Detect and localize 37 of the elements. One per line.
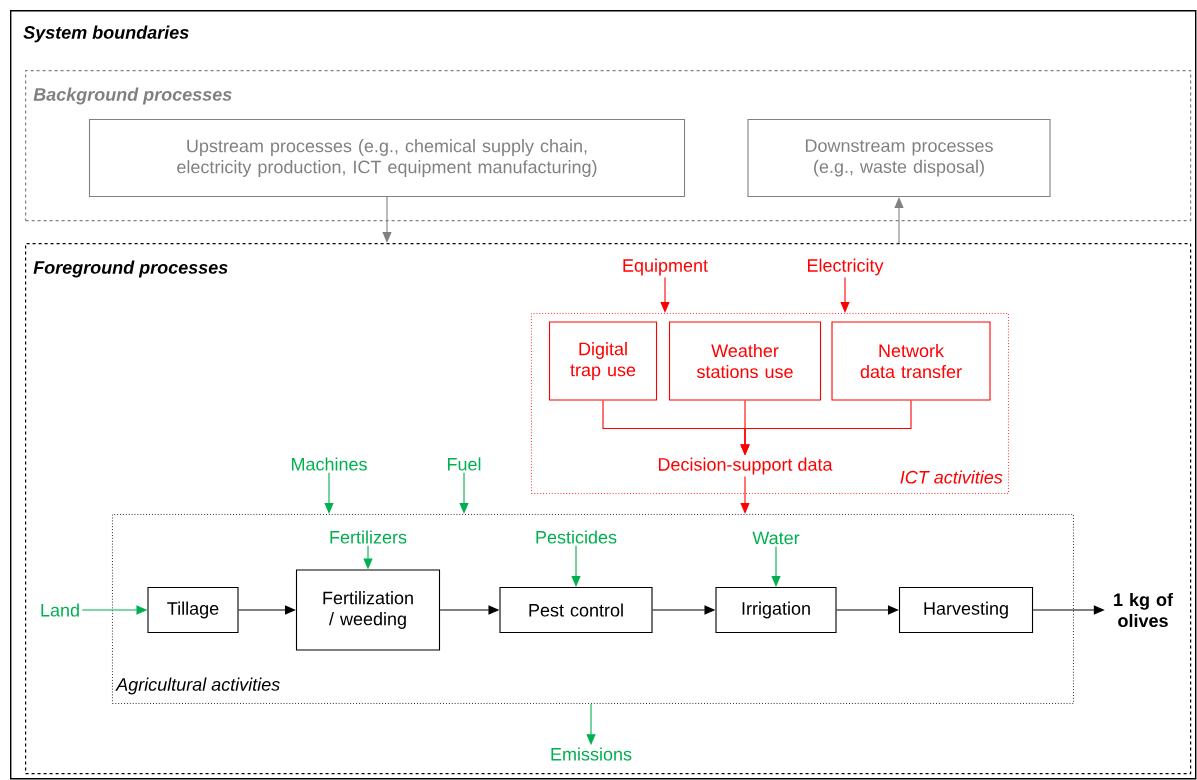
process-box: Network data transfer bbox=[831, 321, 991, 401]
input-label: Water bbox=[752, 531, 800, 545]
output-label: Decision-support data bbox=[658, 457, 833, 475]
process-box: Tillage bbox=[147, 586, 239, 634]
arrow bbox=[571, 545, 581, 587]
product-label: 1 kg of olives bbox=[1114, 592, 1174, 628]
process-box: Digital trap use bbox=[548, 321, 658, 401]
arrow bbox=[840, 277, 850, 313]
process-box: Weather stations use bbox=[668, 321, 822, 401]
output-label: Emissions bbox=[551, 747, 632, 761]
input-label: Equipment bbox=[623, 258, 708, 276]
arrow bbox=[238, 605, 296, 615]
box-title: ICT activities bbox=[900, 470, 1003, 484]
process-box: Pest control bbox=[499, 586, 653, 634]
process-box: Irrigation bbox=[715, 586, 837, 634]
input-label: Land bbox=[41, 603, 79, 617]
input-label: Electricity bbox=[808, 258, 884, 276]
box-title: Foreground processes bbox=[33, 260, 228, 278]
arrow bbox=[324, 472, 334, 514]
input-label: Fertilizers bbox=[330, 530, 407, 544]
process-box: Downstream processes (e.g., waste disposal) bbox=[747, 118, 1051, 198]
input-label: Machines bbox=[291, 457, 367, 471]
arrow bbox=[459, 472, 469, 514]
arrow bbox=[382, 196, 392, 243]
box-title: Agricultural activities bbox=[115, 677, 280, 695]
arrow bbox=[771, 545, 781, 587]
arrow bbox=[660, 277, 670, 313]
process-box: Upstream processes (e.g., chemical supply chain, electricity production, ICT equipment manufacturing) bbox=[88, 118, 686, 198]
process-box: Fertilization / weeding bbox=[295, 569, 441, 651]
box-title: System boundaries bbox=[23, 25, 189, 43]
input-label: Pesticides bbox=[536, 530, 617, 544]
arrow bbox=[894, 197, 904, 244]
process-box: Harvesting bbox=[898, 586, 1034, 634]
arrow bbox=[740, 476, 750, 514]
arrow bbox=[836, 605, 899, 615]
input-label: Fuel bbox=[447, 457, 481, 471]
box-title: Background processes bbox=[33, 87, 232, 105]
